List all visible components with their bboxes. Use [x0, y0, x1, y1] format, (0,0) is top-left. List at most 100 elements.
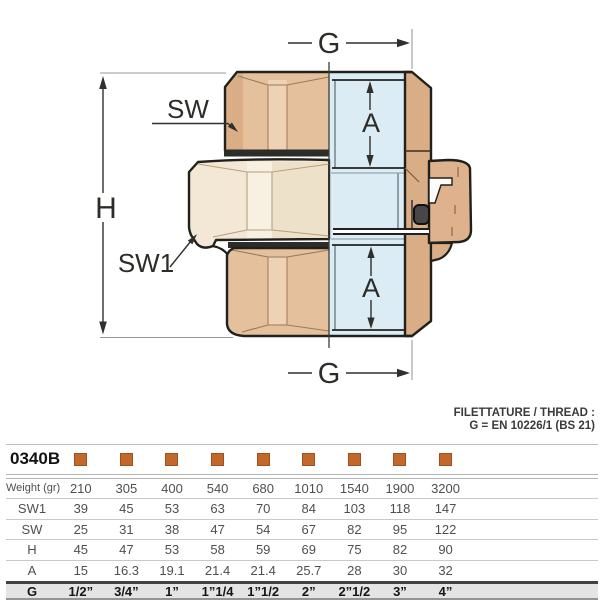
upper-body-facet — [268, 80, 287, 151]
nut-chamfer-line — [212, 229, 330, 238]
row-label: H — [27, 542, 37, 558]
arrowhead — [99, 76, 107, 89]
availability-cell — [377, 452, 423, 466]
cell-value: 210 — [69, 480, 92, 496]
table-row-sw: SW 25 31 38 47 54 67 82 95 122 — [6, 520, 598, 540]
cell-value: 59 — [255, 542, 271, 558]
cell-value: 680 — [252, 480, 275, 496]
cell-value: 30 — [392, 563, 408, 579]
o-ring — [413, 204, 430, 225]
cell-value: 63 — [210, 501, 225, 517]
cell-value: 53 — [164, 501, 180, 517]
table-row-a: A 15 16.3 19.1 21.4 21.4 25.7 28 30 32 — [6, 561, 598, 582]
cell-value: 122 — [434, 521, 457, 537]
sw1-leader — [169, 240, 192, 268]
body-right-wall — [333, 70, 473, 338]
neck-shadow — [228, 242, 329, 248]
product-code: 0340B — [10, 449, 61, 469]
thread-note-line2: G = EN 10226/1 (BS 21) — [469, 419, 595, 432]
cell-value: 25 — [73, 521, 89, 537]
cell-value: 53 — [164, 542, 180, 558]
thread-note-line1: FILETTATURE / THREAD : — [453, 407, 595, 419]
cell-value: 45 — [119, 501, 134, 517]
union-nut — [187, 158, 331, 256]
label-sw1: SW1 — [118, 248, 174, 278]
cell-value: 25.7 — [296, 563, 322, 579]
cell-value: 54 — [255, 521, 271, 537]
dim-label-a-upper: A — [362, 108, 380, 138]
lower-body-outline — [225, 246, 329, 338]
cell-value: 400 — [161, 480, 183, 496]
availability-square — [302, 452, 316, 466]
cell-value: 2” — [301, 583, 316, 599]
row-label: G — [26, 583, 38, 599]
cell-value: 4” — [438, 583, 453, 599]
row-label: Weight (gr) — [6, 482, 61, 495]
cell-value: 1/2” — [68, 583, 94, 599]
cell-value: 39 — [73, 501, 89, 517]
cell-value: 82 — [392, 542, 408, 558]
cell-value: 1540 — [339, 480, 369, 496]
cell-value: 58 — [210, 542, 225, 558]
upper-body-facet-dark — [225, 72, 243, 151]
hex-chamfer-line — [231, 249, 330, 258]
cell-value: 82 — [347, 521, 362, 537]
row-label: A — [27, 563, 37, 579]
arrowhead — [367, 317, 375, 329]
dimension-arrowheads — [99, 38, 410, 378]
availability-cell — [332, 452, 378, 466]
table-row-h: H 45 47 53 58 59 69 75 82 90 — [6, 540, 598, 561]
cell-value: 305 — [115, 480, 138, 496]
cell-value: 1”1/4 — [201, 583, 234, 599]
cell-value: 47 — [119, 542, 134, 558]
seat-chamfer-line — [404, 167, 420, 183]
cell-value: 45 — [73, 542, 89, 558]
availability-cell — [149, 452, 195, 466]
seat-gap-notch — [428, 177, 453, 204]
thread-ticks — [332, 79, 404, 331]
cell-value: 69 — [301, 542, 316, 558]
section-region — [329, 72, 405, 336]
hex-chamfer-line — [241, 324, 330, 333]
table-divider — [6, 473, 598, 479]
cell-value: 1”1/2 — [247, 583, 280, 599]
dim-label-g-bottom: G — [318, 358, 341, 390]
cell-value: 70 — [255, 501, 271, 517]
arrowhead — [366, 155, 374, 167]
availability-square — [74, 452, 88, 466]
row-label: SW — [21, 521, 43, 537]
cell-value: 16.3 — [113, 563, 140, 579]
arrowhead — [397, 38, 410, 48]
availability-cell — [240, 452, 286, 466]
availability-square — [393, 452, 407, 466]
dim-label-a-lower: A — [362, 273, 380, 303]
cell-value: 90 — [438, 542, 453, 558]
cell-value: 1900 — [385, 480, 415, 496]
cell-value: 118 — [389, 501, 411, 517]
section-fill — [329, 72, 405, 336]
cell-value: 15 — [73, 563, 89, 579]
availability-cell — [104, 452, 150, 466]
product-code-row: 0340B — [6, 445, 598, 474]
availability-cell — [286, 452, 332, 466]
availability-square — [165, 452, 179, 466]
right-wall-shape — [403, 70, 433, 338]
lower-body-facet — [268, 257, 287, 325]
cell-value: 95 — [392, 521, 408, 537]
cell-value: 75 — [347, 542, 362, 558]
availability-cell — [195, 452, 241, 466]
arrowhead — [367, 246, 375, 258]
upper-body-outline — [223, 70, 329, 151]
cell-value: 3/4” — [114, 583, 139, 599]
cell-value: 147 — [434, 501, 457, 517]
availability-square — [347, 452, 361, 466]
availability-square — [439, 452, 453, 466]
cell-value: 28 — [347, 563, 362, 579]
cell-value: 1” — [165, 583, 179, 599]
dim-label-h: H — [95, 192, 117, 225]
availability-square — [211, 452, 225, 466]
row-label: SW1 — [17, 501, 47, 517]
union-technical-drawing: G G H A A SW SW1 — [95, 28, 473, 390]
table-divider-thick — [6, 581, 598, 584]
cell-value: 1010 — [294, 480, 324, 496]
